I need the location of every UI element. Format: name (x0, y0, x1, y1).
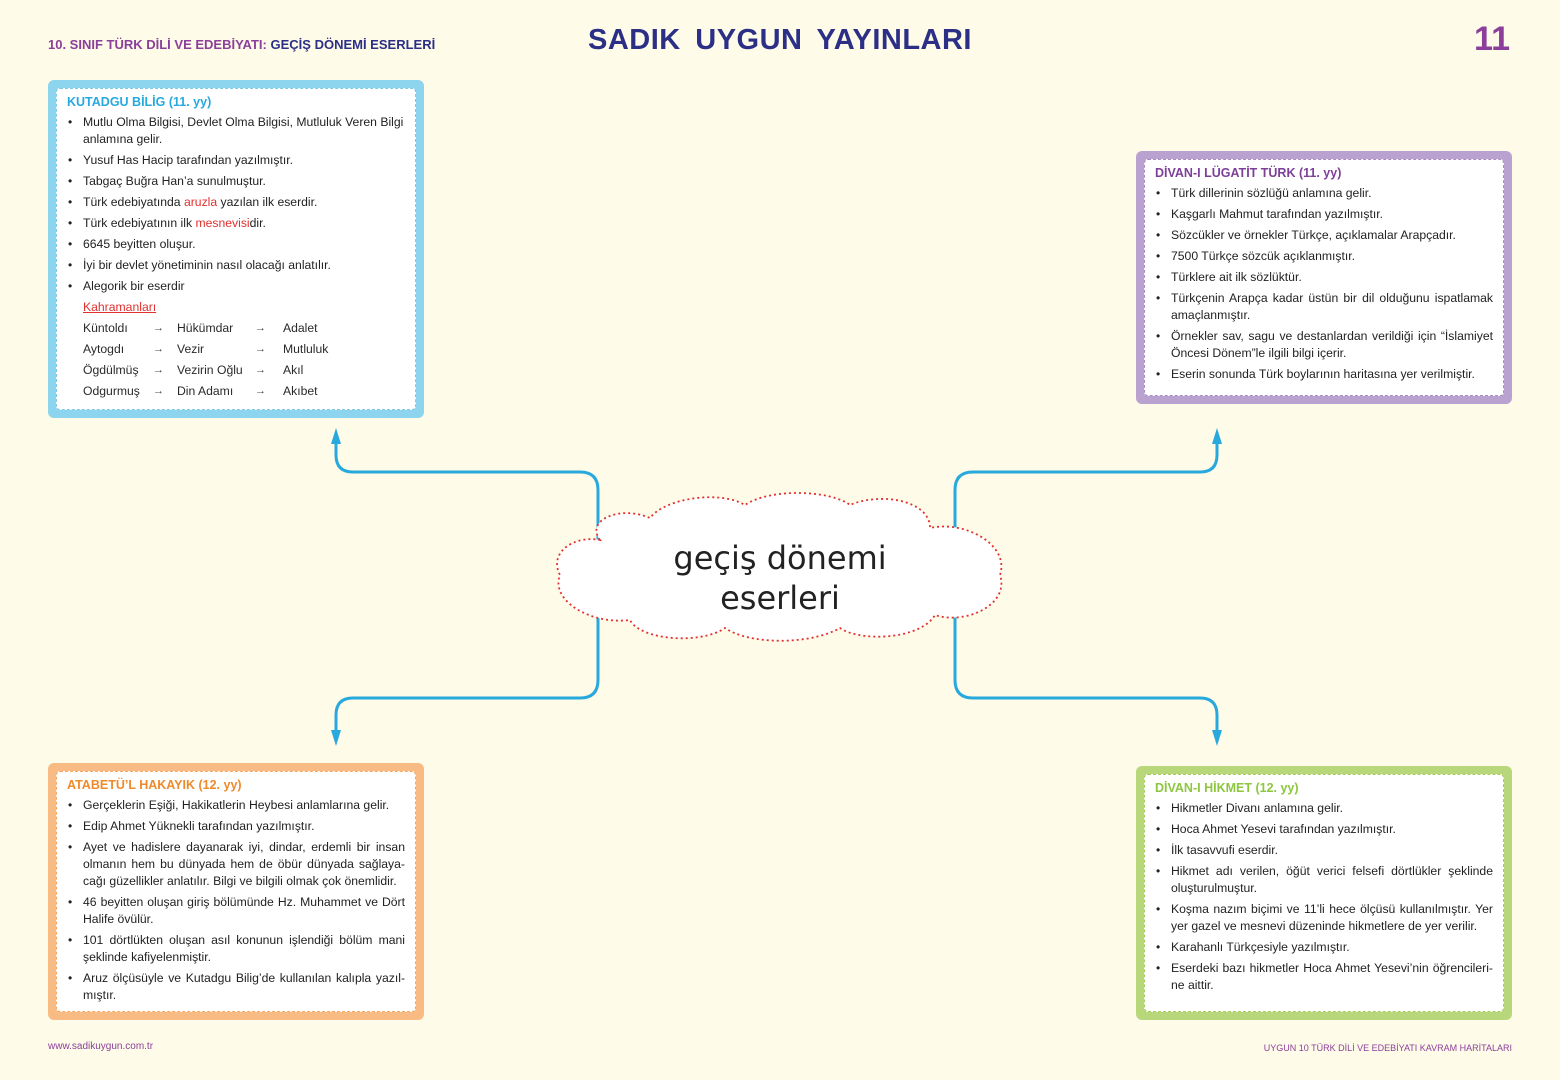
character-symbol: Mutluluk (283, 342, 329, 356)
list-item: Hoca Ahmet Yesevi tarafından yazılmıştır… (1155, 821, 1493, 838)
character-name: Odgurmuş (83, 384, 140, 398)
list-item: Hikmetler Divanı anlamına gelir. (1155, 800, 1493, 817)
center-topic-line1: geçiş dönemi (673, 539, 887, 577)
header-subject: 10. SINIF TÜRK DİLİ VE EDEBİYATI: GEÇİŞ … (48, 37, 435, 52)
highlight-mesnevi: mesnevisi (195, 216, 250, 230)
text-segment: yazılan ilk eserdir. (217, 195, 318, 209)
footer-website: www.sadikuygun.com.tr (48, 1041, 154, 1052)
list-item: Yusuf Has Hacip tarafından yazılmıştır. (67, 152, 405, 169)
divan-lugatit-turk-list: Türk dillerinin sözlüğü anlamına gelir. … (1155, 185, 1493, 383)
divan-hikmet-list: Hikmetler Divanı anlamına gelir. Hoca Ah… (1155, 800, 1493, 994)
list-item: 46 beyitten oluşan giriş bölümünde Hz. M… (67, 894, 405, 928)
list-item: 6645 beyitten oluşur. (67, 236, 405, 253)
arrow-right-icon: → (255, 343, 266, 355)
connector-bottom-right (953, 600, 1219, 735)
atabetul-hakayik-list: Gerçeklerin Eşiği, Hakikatlerin Heybesi … (67, 797, 405, 1004)
arrow-right-icon: → (255, 385, 266, 397)
list-item: Koşma nazım biçimi ve 11’li hece ölçüsü … (1155, 901, 1493, 935)
list-item: Örnekler sav, sagu ve destanlardan veril… (1155, 328, 1493, 362)
kutadgu-bilig-list: Mutlu Olma Bilgisi, Devlet Olma Bilgisi,… (67, 114, 405, 295)
character-name: Küntoldı (83, 321, 128, 335)
header-subject-prefix: 10. SINIF TÜRK DİLİ VE EDEBİYATI: (48, 37, 267, 52)
text-segment: Türk edebiyatında (83, 195, 184, 209)
arrowhead-top-right (1212, 428, 1222, 444)
list-item-aruz: Türk edebiyatında aruzla yazılan ilk ese… (67, 194, 405, 211)
arrow-right-icon: → (255, 322, 266, 334)
divan-hikmet-title: DİVAN-I HİKMET (12. yy) (1155, 781, 1299, 795)
text-segment: Türk edebiyatının ilk (83, 216, 196, 230)
page-number: 11 (1474, 20, 1510, 58)
character-name: Aytogdı (83, 342, 125, 356)
list-item: Ayet ve hadislere dayanarak iyi, dindar,… (67, 839, 405, 890)
arrow-right-icon: → (153, 343, 164, 355)
list-item: Türkçenin Arapça kadar üstün bir dil old… (1155, 290, 1493, 324)
atabetul-hakayik-title: ATABETÜ’L HAKAYIK (12. yy) (67, 778, 242, 792)
character-row: Ögdülmüş → Vezirin Oğlu → Akıl (83, 362, 405, 379)
list-item: Eserdeki bazı hikmetler Hoca Ahmet Yesev… (1155, 960, 1493, 994)
text-segment: dir. (249, 216, 266, 230)
character-symbol: Akıl (283, 363, 304, 377)
list-item: Alegorik bir eserdir (67, 278, 405, 295)
list-item: 101 dörtlükten oluşan asıl konunun işlen… (67, 932, 405, 966)
atabetul-hakayik-inner: ATABETÜ’L HAKAYIK (12. yy) Gerçeklerin E… (56, 771, 416, 1012)
list-item: İlk tasavvufi eserdir. (1155, 842, 1493, 859)
list-item: Mutlu Olma Bilgisi, Devlet Olma Bilgisi,… (67, 114, 405, 148)
character-role: Vezirin Oğlu (177, 363, 243, 377)
divan-lugatit-turk-title: DİVAN-I LÜGATİT TÜRK (11. yy) (1155, 166, 1342, 180)
list-item: Edip Ahmet Yüknekli tarafından yazılmışt… (67, 818, 405, 835)
list-item: Sözcükler ve örnekler Türkçe, açıklamala… (1155, 227, 1493, 244)
list-item: İyi bir devlet yönetiminin nasıl olacağı… (67, 257, 405, 274)
highlight-aruzla: aruzla (183, 195, 218, 209)
list-item: Türklere ait ilk sözlüktür. (1155, 269, 1493, 286)
arrow-right-icon: → (153, 322, 164, 334)
arrowhead-bottom-right (1212, 730, 1222, 746)
arrow-right-icon: → (255, 364, 266, 376)
list-item-mesnevi: Türk edebiyatının ilk mesnevisidir. (67, 215, 405, 232)
divan-hikmet-box: DİVAN-I HİKMET (12. yy) Hikmetler Divanı… (1136, 766, 1512, 1020)
list-item: Kaşgarlı Mahmut tarafından yazılmıştır. (1155, 206, 1493, 223)
divan-lugatit-turk-inner: DİVAN-I LÜGATİT TÜRK (11. yy) Türk dille… (1144, 159, 1504, 396)
character-row: Aytogdı → Vezir → Mutluluk (83, 341, 405, 358)
divan-lugatit-turk-box: DİVAN-I LÜGATİT TÜRK (11. yy) Türk dille… (1136, 151, 1512, 404)
list-item: Hikmet adı verilen, öğüt verici felsefi … (1155, 863, 1493, 897)
list-item: Aruz ölçüsüyle ve Kutadgu Bilig’de kulla… (67, 970, 405, 1004)
character-symbol: Adalet (283, 321, 318, 335)
divan-hikmet-inner: DİVAN-I HİKMET (12. yy) Hikmetler Divanı… (1144, 774, 1504, 1012)
list-item: Gerçeklerin Eşiği, Hakikatlerin Heybesi … (67, 797, 405, 814)
kutadgu-bilig-inner: KUTADGU BİLİG (11. yy) Mutlu Olma Bilgis… (56, 88, 416, 410)
list-item: Tabgaç Buğra Han’a sunulmuştur. (67, 173, 405, 190)
kahramanlar-label: Kahramanları (83, 300, 157, 314)
atabetul-hakayik-box: ATABETÜ’L HAKAYIK (12. yy) Gerçeklerin E… (48, 763, 424, 1020)
arrow-right-icon: → (153, 385, 164, 397)
kutadgu-bilig-title: KUTADGU BİLİG (11. yy) (67, 95, 212, 109)
character-row: Küntoldı → Hükümdar → Adalet (83, 320, 405, 337)
footer-series: UYGUN 10 TÜRK DİLİ VE EDEBİYATI KAVRAM H… (1263, 1043, 1512, 1053)
character-row: Odgurmuş → Din Adamı → Akıbet (83, 383, 405, 400)
character-symbol: Akıbet (283, 384, 318, 398)
center-topic-line2: eserleri (720, 579, 840, 617)
center-cloud-shape (556, 492, 1003, 642)
connector-top-left (334, 440, 600, 540)
connector-top-right (953, 440, 1219, 540)
character-role: Din Adamı (177, 384, 234, 398)
header-subject-topic: GEÇİŞ DÖNEMİ ESERLERİ (270, 37, 436, 52)
list-item: Türk dillerinin sözlüğü anlamına gelir. (1155, 185, 1493, 202)
connector-bottom-left (334, 600, 600, 735)
arrow-right-icon: → (153, 364, 164, 376)
arrowhead-top-left (331, 428, 341, 444)
kutadgu-bilig-box: KUTADGU BİLİG (11. yy) Mutlu Olma Bilgis… (48, 80, 424, 418)
character-role: Hükümdar (177, 321, 234, 335)
character-role: Vezir (177, 342, 205, 356)
list-item: Karahanlı Türkçesiyle yazılmıştır. (1155, 939, 1493, 956)
list-item: 7500 Türkçe sözcük açıklanmıştır. (1155, 248, 1493, 265)
list-item: Eserin sonunda Türk boylarının haritasın… (1155, 366, 1493, 383)
center-topic: geçiş dönemi eserleri (580, 538, 980, 618)
arrowhead-bottom-left (331, 730, 341, 746)
publisher-title: SADIK UYGUN YAYINLARI (587, 24, 972, 56)
character-name: Ögdülmüş (83, 363, 139, 377)
